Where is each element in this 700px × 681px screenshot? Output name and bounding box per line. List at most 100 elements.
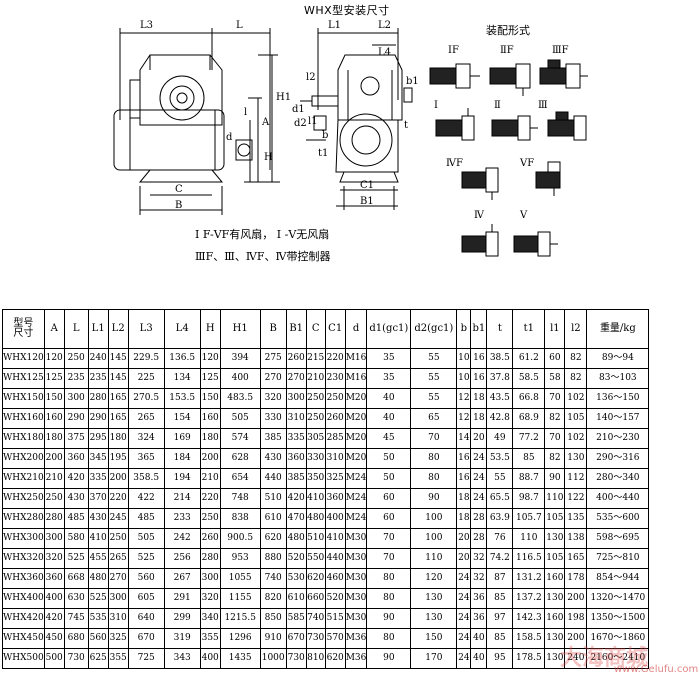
table-cell: 210 bbox=[305, 368, 326, 389]
table-cell: 100 bbox=[410, 508, 458, 529]
column-header: C1 bbox=[324, 309, 346, 349]
form-label-3: Ⅲ bbox=[538, 100, 548, 111]
table-cell: 120 bbox=[410, 568, 458, 589]
table-cell: 220 bbox=[199, 488, 221, 509]
table-cell: 242 bbox=[163, 528, 201, 549]
table-cell: 270 bbox=[259, 368, 287, 389]
table-cell: 485 bbox=[63, 508, 89, 529]
table-cell: 233 bbox=[163, 508, 201, 529]
table-cell: 320 bbox=[43, 548, 65, 569]
column-header: L1 bbox=[87, 309, 109, 349]
table-cell: 90 bbox=[410, 488, 458, 509]
column-header: b1 bbox=[470, 309, 488, 349]
form-icon-4f bbox=[461, 167, 499, 200]
form-icon-1 bbox=[435, 108, 475, 141]
table-cell: 235 bbox=[63, 368, 89, 389]
table-cell: WHX120 bbox=[2, 348, 45, 369]
table-cell: 625 bbox=[87, 648, 109, 669]
table-cell: 90 bbox=[544, 468, 566, 489]
table-cell: 80 bbox=[366, 568, 412, 589]
table-cell: 325 bbox=[324, 468, 346, 489]
table-cell: 530 bbox=[285, 568, 307, 589]
dim-label-l1-small: l1 bbox=[308, 116, 318, 127]
form-icon-4 bbox=[461, 224, 499, 257]
watermark-url: www.Gelufu.com bbox=[614, 664, 699, 675]
table-cell: M36 bbox=[344, 628, 368, 649]
table-cell: 299 bbox=[163, 608, 201, 629]
table-cell: 97 bbox=[486, 608, 514, 629]
table-cell: 85 bbox=[512, 448, 546, 469]
table-cell: M20 bbox=[344, 408, 368, 429]
table-cell: 535～600 bbox=[586, 508, 650, 529]
table-cell: 520 bbox=[285, 548, 307, 569]
table-cell: 136.5 bbox=[163, 348, 201, 369]
dim-label-l2: L2 bbox=[378, 20, 391, 31]
table-cell: 135 bbox=[564, 508, 588, 529]
table-cell: 130 bbox=[410, 588, 458, 609]
table-cell: 300 bbox=[285, 388, 307, 409]
table-cell: 455 bbox=[87, 548, 109, 569]
table-cell: M30 bbox=[344, 608, 368, 629]
table-cell: 90 bbox=[366, 608, 412, 629]
table-cell: 20 bbox=[456, 528, 472, 549]
table-cell: 620 bbox=[305, 568, 326, 589]
table-cell: 250 bbox=[305, 408, 326, 429]
table-cell: 598～695 bbox=[586, 528, 650, 549]
table-cell: 440 bbox=[259, 468, 287, 489]
table-cell: 310 bbox=[107, 608, 129, 629]
table-cell: 150 bbox=[410, 628, 458, 649]
table-cell: 654 bbox=[219, 468, 261, 489]
table-cell: 240 bbox=[87, 348, 109, 369]
table-cell: 85 bbox=[486, 628, 514, 649]
table-cell: 725 bbox=[127, 648, 165, 669]
table-cell: 110 bbox=[544, 488, 566, 509]
table-cell: 105 bbox=[544, 548, 566, 569]
table-cell: 505 bbox=[127, 528, 165, 549]
column-header: A bbox=[43, 309, 65, 349]
table-cell: 200 bbox=[43, 448, 65, 469]
table-cell: 560 bbox=[127, 568, 165, 589]
table-cell: 660 bbox=[305, 588, 326, 609]
table-cell: 325 bbox=[107, 628, 129, 649]
table-cell: 85 bbox=[486, 588, 514, 609]
table-cell: 460 bbox=[324, 568, 346, 589]
table-cell: 63.9 bbox=[486, 508, 514, 529]
dim-label-b: b bbox=[322, 130, 328, 141]
table-cell: 50 bbox=[366, 448, 412, 469]
table-cell: 131.2 bbox=[512, 568, 546, 589]
table-cell: 900.5 bbox=[219, 528, 261, 549]
table-cell: 60 bbox=[544, 348, 566, 369]
table-cell: 505 bbox=[219, 408, 261, 429]
table-cell: 40 bbox=[470, 628, 488, 649]
table-cell: 400 bbox=[219, 368, 261, 389]
table-cell: 1296 bbox=[219, 628, 261, 649]
table-cell: 180 bbox=[43, 428, 65, 449]
dim-label-b1-bottom: B1 bbox=[360, 196, 374, 207]
column-header: B bbox=[259, 309, 287, 349]
table-cell: 365 bbox=[127, 448, 165, 469]
table-cell: 214 bbox=[163, 488, 201, 509]
table-cell: 745 bbox=[63, 608, 89, 629]
table-cell: 420 bbox=[43, 608, 65, 629]
table-cell: 150 bbox=[43, 388, 65, 409]
table-cell: 95 bbox=[486, 648, 514, 669]
table-cell: 256 bbox=[163, 548, 201, 569]
dim-label-d1: d1 bbox=[292, 104, 305, 115]
form-label-2f: ⅡF bbox=[500, 45, 514, 56]
table-cell: 570 bbox=[324, 628, 346, 649]
dim-label-l1: L1 bbox=[328, 20, 341, 31]
table-cell: M30 bbox=[344, 528, 368, 549]
form-label-5: Ⅴ bbox=[520, 210, 528, 221]
table-cell: 535 bbox=[87, 608, 109, 629]
table-cell: 28 bbox=[470, 528, 488, 549]
table-cell: 18 bbox=[470, 388, 488, 409]
table-cell: 245 bbox=[107, 508, 129, 529]
table-cell: 305 bbox=[305, 428, 326, 449]
form-label-1: Ⅰ bbox=[434, 100, 438, 111]
table-cell: 170 bbox=[410, 648, 458, 669]
table-cell: 145 bbox=[107, 348, 129, 369]
table-cell: WHX320 bbox=[2, 548, 45, 569]
